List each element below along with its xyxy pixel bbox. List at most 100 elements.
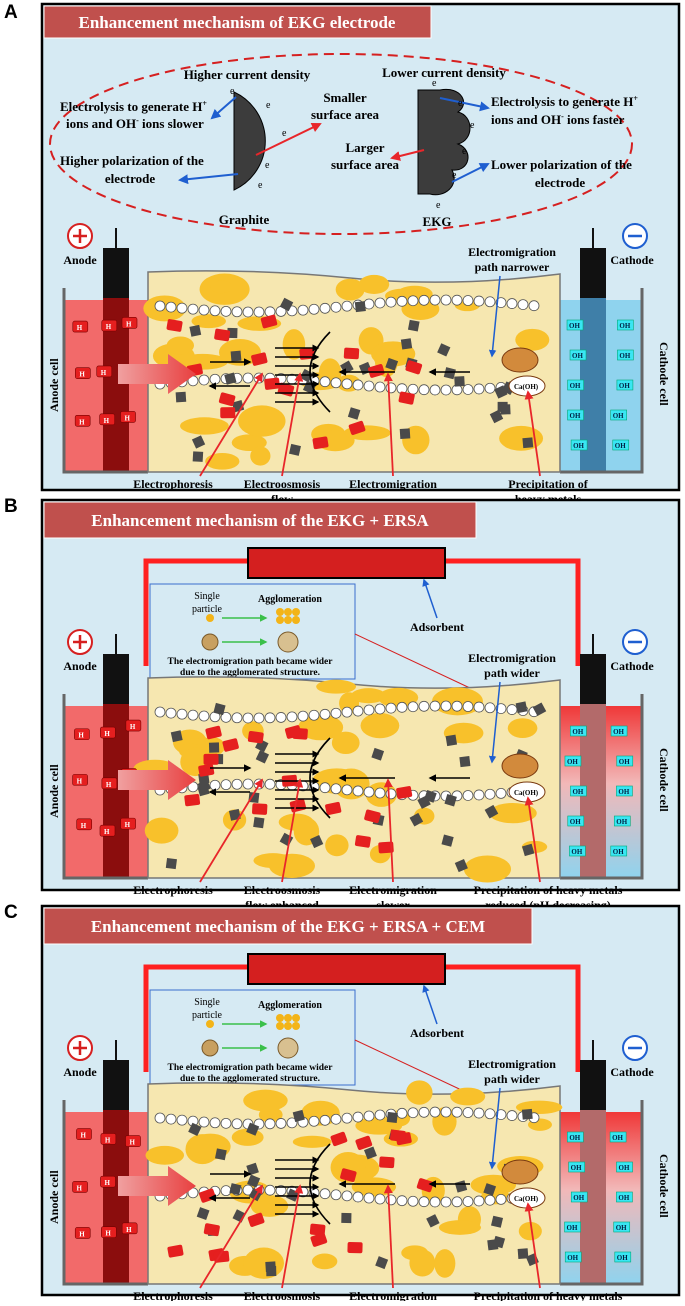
metal-ion — [170, 730, 183, 743]
h-ion-anode — [121, 317, 138, 329]
soil-grain — [396, 1195, 408, 1207]
soil-particle — [406, 1080, 433, 1105]
soil-grain — [363, 786, 375, 798]
metal-ion — [192, 451, 204, 462]
h-ion — [222, 738, 239, 752]
electrophoresis-big-arrow — [118, 1166, 196, 1206]
soil-grain — [440, 294, 452, 306]
agglo-dot — [276, 1014, 284, 1022]
h-ion-label: H — [81, 822, 87, 830]
inset-agglo-label: Agglomeration — [258, 594, 322, 605]
oh-ion-label: OH — [618, 1194, 629, 1202]
soil-grain — [484, 1108, 496, 1120]
anode-electrode-cap — [103, 654, 129, 704]
soil-grain — [374, 381, 386, 393]
soil-grain — [352, 1111, 364, 1123]
soil-particle — [331, 731, 360, 755]
oh-ion-cathode — [570, 785, 587, 797]
soil-grain — [187, 709, 199, 721]
oh-ion-cathode — [566, 319, 584, 331]
h-ion — [355, 1135, 373, 1151]
h-ion — [405, 360, 423, 375]
svg-text:e: e — [436, 200, 441, 211]
precipitate-blob — [501, 347, 539, 373]
soil-grain — [495, 297, 507, 309]
oh-ion-cathode — [564, 1221, 581, 1233]
soil-particle — [378, 687, 419, 708]
soil-grain — [462, 790, 474, 801]
metal-ion — [441, 834, 454, 847]
soil-grain — [352, 705, 364, 717]
soil-grain — [462, 1196, 474, 1207]
h-ion — [325, 801, 342, 816]
soil-grain — [176, 708, 188, 720]
ekg-arrow-down — [451, 163, 490, 183]
metal-ion — [255, 750, 270, 764]
soil-grain — [352, 1191, 364, 1203]
metal-ion — [247, 1174, 261, 1188]
soil-grain — [462, 1107, 474, 1118]
soil-grain — [462, 701, 474, 712]
h-ion — [203, 1223, 220, 1237]
h-ion — [389, 1129, 406, 1142]
graphite-arrow-down — [178, 173, 239, 185]
panel-a-title-banner — [43, 5, 432, 39]
soil-grain — [264, 1118, 276, 1130]
oh-ion-cathode — [570, 1191, 588, 1203]
metal-ion — [165, 857, 177, 870]
soil-grain — [418, 1106, 430, 1118]
oh-ion-label: OH — [619, 352, 630, 360]
soil-grain — [165, 301, 177, 313]
metal-ion — [248, 791, 260, 804]
anode-wire — [143, 964, 248, 1072]
soil-grain — [231, 1118, 243, 1130]
anode-cell-wall — [62, 694, 148, 880]
soil-grain — [198, 1116, 210, 1128]
agglo-dot — [284, 1022, 292, 1030]
inset-single-2: particle — [192, 604, 223, 615]
metal-ion — [375, 1256, 389, 1270]
path-label-line2: path narrower — [475, 260, 550, 274]
graphite-polarization-line2: electrode — [105, 171, 156, 186]
precipitation-label-1: Precipitation of heavy metals — [474, 883, 623, 897]
h-ion-label: H — [79, 371, 85, 379]
metal-ion — [399, 428, 411, 440]
soil-grain — [297, 304, 309, 316]
oh-ion-cathode — [613, 815, 631, 827]
soil-grain — [220, 779, 232, 791]
soil-particle — [311, 1253, 338, 1270]
h-ion-anode — [76, 818, 93, 831]
h-ion-label: H — [79, 1230, 85, 1238]
soil-grain — [407, 701, 419, 713]
panel-c-title-banner — [43, 907, 533, 945]
metal-ion — [189, 324, 202, 337]
oh-ion-cathode — [612, 439, 630, 451]
metal-ion — [490, 1215, 504, 1228]
cathode-label: Cathode — [610, 1065, 654, 1079]
soil-grain — [330, 377, 342, 389]
soil-grain — [462, 384, 474, 395]
adsorbent-pointer — [422, 984, 438, 1025]
oh-ion-label: OH — [619, 322, 630, 330]
soil-particle — [250, 446, 271, 466]
h-ion-anode — [100, 1133, 117, 1145]
graphite-polarization-line1: Higher polarization of the — [60, 153, 204, 168]
soil-particle — [409, 1249, 436, 1277]
soil-particle — [243, 1089, 288, 1112]
soil-grain — [319, 376, 331, 388]
soil-grain — [418, 1196, 430, 1208]
soil-grain — [484, 1194, 496, 1206]
path-label-line1: Electromigration — [468, 651, 556, 665]
soil-particle — [180, 417, 229, 435]
soil-grain — [220, 305, 232, 317]
h-ion — [260, 314, 278, 329]
metal-ion — [214, 1148, 227, 1161]
anode-cell-wall — [62, 288, 148, 474]
soil-particle — [434, 1249, 456, 1278]
panel-letter-a: A — [4, 2, 18, 23]
adsorbent-label: Adsorbent — [410, 620, 464, 634]
h-ion-label: H — [77, 1184, 83, 1192]
svg-text:e: e — [258, 180, 263, 191]
inset-single-1: Single — [194, 997, 220, 1008]
soil-grain — [330, 707, 342, 719]
